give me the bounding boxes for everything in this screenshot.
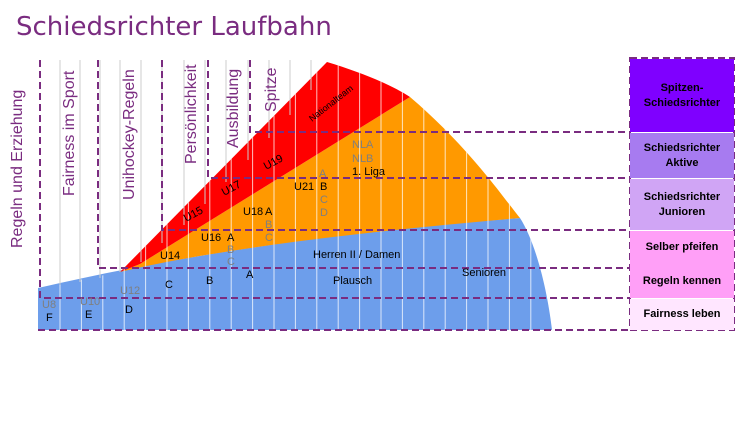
orange-band-label: 1. Liga [352,166,386,178]
blue-band-label: Plausch [333,275,372,287]
orange-band-label: B [227,244,234,256]
blue-band-label: D [125,304,133,316]
pillar-caption: Spitze [263,67,280,112]
red-band [120,62,410,272]
orange-band-label: A [319,168,327,180]
blue-band-label: U10 [80,296,100,308]
level-label: Spitzen- [660,81,704,94]
orange-band [120,97,520,272]
blue-band-label: C [165,279,173,291]
orange-band-labels: U14 U16 A B C U18 A B C U21 A B C D NLA … [160,139,386,268]
pillar-caption: Persönlichkeit [183,64,200,164]
level-label: Aktive [665,156,699,169]
blue-band-label: Senioren [462,267,506,279]
blue-band-label: A [246,269,254,281]
blue-band-label: Herren II / Damen [313,249,400,261]
orange-band-label: C [320,194,328,206]
blue-band-label: F [46,312,53,324]
blue-band-label: U8 [42,299,56,311]
level-label: Schiedsrichter [643,190,721,203]
level-regeln-kennen: Regeln kennen [630,264,734,298]
blue-band-label: E [85,309,92,321]
level-label: Schiedsrichter [643,96,721,109]
level-label: Junioren [658,205,706,218]
pillar-caption: Regeln und Erziehung [9,90,26,248]
page-title: Schiedsrichter Laufbahn [16,12,332,42]
level-label: Selber pfeifen [645,241,719,253]
orange-band-label: U21 [294,181,314,193]
level-selber-pfeifen: Selber pfeifen [630,231,734,264]
orange-band-label: C [227,256,235,268]
level-label: Schiedsrichter [643,141,721,154]
orange-band-label: D [320,207,328,219]
level-label: Fairness leben [643,308,721,320]
level-fairness-leben: Fairness leben [630,299,734,330]
pillar-captions: Regeln und Erziehung Fairness im Sport U… [9,64,280,248]
orange-band-label: NLB [352,153,373,165]
blue-band-label: U12 [120,285,140,297]
level-spitzen-schiedsrichter: Spitzen- Schiedsrichter [630,59,734,132]
orange-band-label: U16 [201,232,221,244]
level-guides [38,60,630,331]
orange-band-label: B [320,181,327,193]
blue-band-labels: U8 F U10 E U12 D C B A Herren II / Damen… [42,249,506,324]
orange-band-label: A [227,232,235,244]
orange-band-label: NLA [352,139,374,151]
blue-band-label: B [206,275,213,287]
pillar-caption: Unihockey-Regeln [121,69,138,200]
orange-band-label: C [265,232,273,244]
pillar-caption: Ausbildung [225,69,242,148]
level-label: Regeln kennen [642,274,722,287]
orange-band-label: B [265,219,272,231]
orange-band-label: A [265,206,273,218]
pillar-caption: Fairness im Sport [61,70,78,196]
orange-band-label: U18 [243,206,263,218]
column-lines [59,60,312,285]
orange-band-label: U14 [160,250,180,262]
